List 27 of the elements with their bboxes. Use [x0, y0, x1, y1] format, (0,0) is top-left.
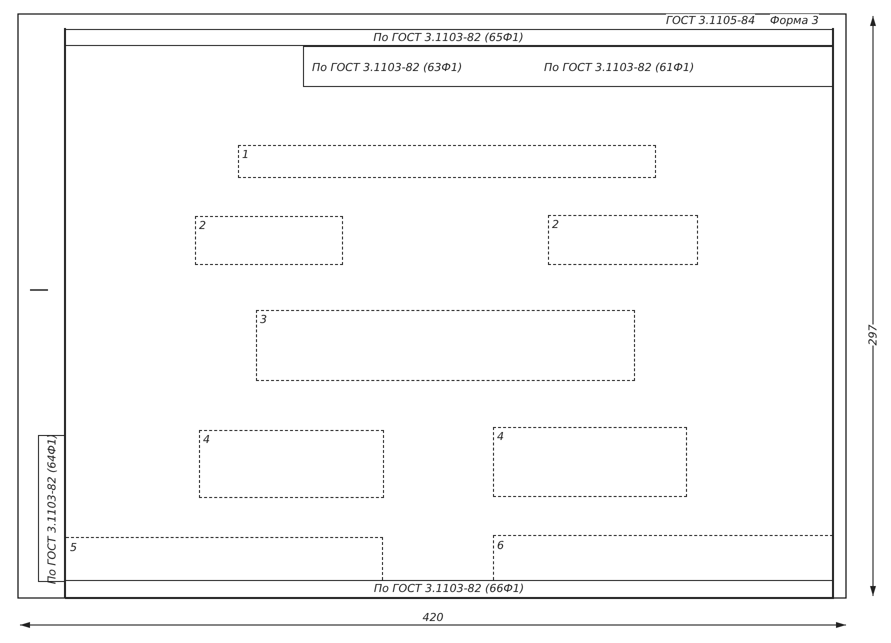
dashed-area [493, 427, 687, 497]
form-reference: По ГОСТ 3.1103-82 (66Ф1) [374, 582, 524, 595]
title-band [65, 29, 833, 46]
side-band [38, 435, 64, 582]
callout-number: 2 [552, 218, 559, 231]
dashed-area [195, 216, 343, 265]
dashed-area [548, 215, 698, 265]
callout-number: 1 [242, 148, 249, 161]
dimension-text: 420 [422, 611, 444, 624]
callout-number: 3 [260, 313, 267, 326]
dashed-area [199, 430, 384, 498]
header-band [303, 46, 833, 87]
callout-number: 6 [497, 539, 504, 552]
dashed-area [66, 537, 383, 580]
form-reference: По ГОСТ 3.1103-82 (65Ф1) [373, 31, 524, 44]
callout-number: 5 [70, 541, 77, 554]
dashed-area [256, 310, 635, 381]
dashed-area [238, 145, 656, 178]
callout-number: 4 [497, 430, 504, 443]
dimension-text: 297 [866, 324, 880, 346]
form-number: Форма 3 [770, 14, 819, 27]
dashed-area [493, 535, 833, 580]
callout-number: 4 [203, 433, 210, 446]
form-reference: По ГОСТ 3.1103-82 (61Ф1) [544, 61, 694, 74]
standard-reference: ГОСТ 3.1105-84 [666, 14, 756, 27]
form-reference: По ГОСТ 3.1103-82 (63Ф1) [312, 61, 462, 74]
callout-number: 2 [199, 219, 206, 232]
